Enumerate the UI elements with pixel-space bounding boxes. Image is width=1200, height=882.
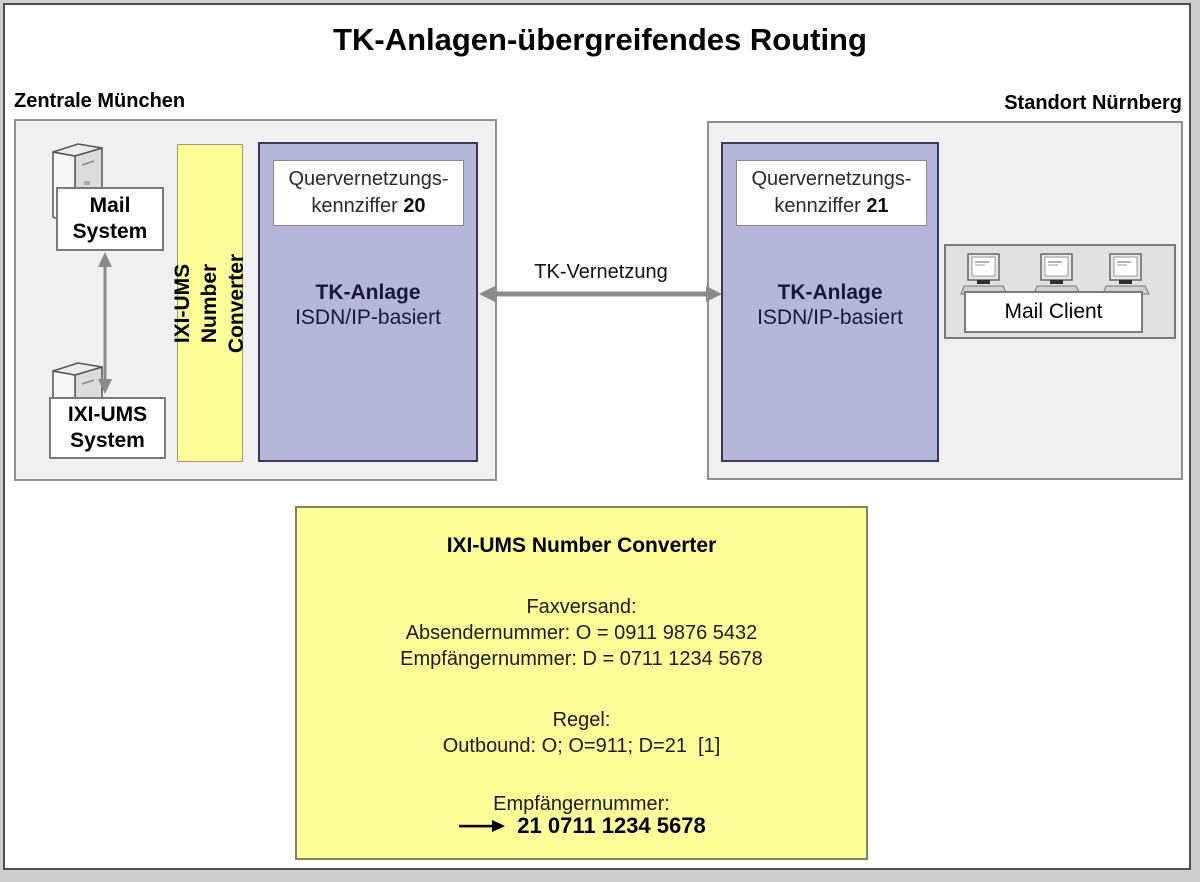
crossnet-code-line1: Quervernetzungs- [751,168,912,190]
mail-client-box: Mail Client [964,291,1143,333]
pbx-subtitle: ISDN/IP-basiert [757,306,903,329]
computer-icon [960,253,1008,297]
sender-number-line: Absendernummer: O = 0911 9876 5432 [405,622,758,644]
mail-system-box: Mail System [56,187,164,251]
crossnet-code-line2: kennziffer [774,195,867,217]
right-arrow-icon [457,819,506,833]
rule-section-label: Regel: [552,709,611,731]
pbx-title: TK-Anlage [315,281,421,304]
result-number: 21 0711 1234 5678 [517,813,706,838]
crossnet-code-line2: kennziffer [311,195,404,217]
mail-ums-link-arrow-icon [96,252,114,394]
pbx-title: TK-Anlage [777,281,883,304]
pbx-nuernberg-text: TK-Anlage ISDN/IP-basiert [723,280,937,330]
number-converter-bar-label: IXI-UMS Number Converter [171,253,249,353]
ums-system-box: IXI-UMS System [49,397,166,459]
computer-icon [1033,253,1081,297]
fax-section-label: Faxversand: [526,596,637,618]
pbx-box-munich: Quervernetzungs- kennziffer 20 TK-Anlage… [258,142,478,462]
crossnet-code-line1: Quervernetzungs- [288,168,449,190]
computer-icon [1102,253,1150,297]
result-label: Empfängernummer: [493,793,670,815]
pbx-subtitle: ISDN/IP-basiert [295,306,441,329]
converter-panel-title: IXI-UMS Number Converter [446,534,717,557]
site-label-nuernberg: Standort Nürnberg [1004,92,1182,114]
result-row: 21 0711 1234 5678 [297,813,866,839]
crossnet-code-box-21: Quervernetzungs- kennziffer 21 [736,160,927,226]
converter-detail-panel: IXI-UMS Number Converter Faxversand: Abs… [295,506,868,860]
crossnet-code-value: 21 [866,195,889,217]
pbx-box-nuernberg: Quervernetzungs- kennziffer 21 TK-Anlage… [721,142,939,462]
crossnet-code-value: 20 [403,195,426,217]
crossnet-code-box-20: Quervernetzungs- kennziffer 20 [273,160,464,226]
diagram-title: TK-Anlagen-übergreifendes Routing [333,22,867,57]
recipient-number-line: Empfängernummer: D = 0711 1234 5678 [400,648,763,670]
number-converter-bar: IXI-UMS Number Converter [172,144,249,462]
mail-client-panel: Mail Client [944,244,1176,339]
rule-line: Outbound: O; O=911; D=21 [1] [442,735,721,757]
pbx-munich-text: TK-Anlage ISDN/IP-basiert [260,280,476,330]
tk-vernetzung-arrow-icon [479,285,722,303]
tk-vernetzung-label: TK-Vernetzung [534,261,668,283]
site-label-munich: Zentrale München [14,90,186,112]
